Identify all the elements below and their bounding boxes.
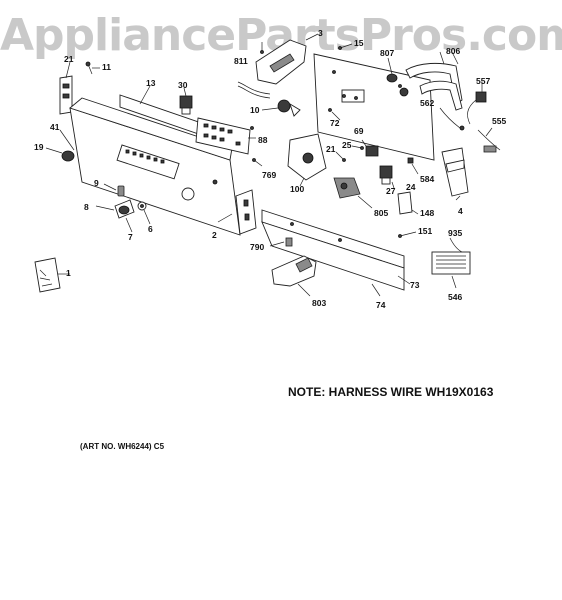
callout-6: 6 — [148, 224, 153, 234]
callout-72: 72 — [330, 118, 340, 128]
part-769-screw — [252, 158, 263, 167]
callout-584: 584 — [420, 174, 434, 184]
callout-8: 8 — [84, 202, 89, 212]
harness-note: NOTE: HARNESS WIRE WH19X0163 — [288, 385, 494, 399]
part-21-screw — [335, 151, 346, 162]
part-557-connector — [467, 82, 487, 125]
callout-27: 27 — [386, 186, 396, 196]
part-805-valve — [333, 177, 373, 209]
part-88-control-board — [195, 117, 256, 155]
callout-805: 805 — [374, 208, 388, 218]
callout-24: 24 — [406, 182, 416, 192]
callout-11: 11 — [102, 62, 111, 72]
part-19-knob — [45, 147, 75, 162]
callout-148: 148 — [420, 208, 434, 218]
part-11-screw — [85, 61, 100, 75]
part-546-harness — [431, 237, 471, 289]
callout-25: 25 — [342, 140, 352, 150]
callout-811: 811 — [234, 56, 248, 66]
part-803-housing — [271, 255, 317, 297]
part-562-wire — [439, 107, 465, 131]
part-807-valve — [386, 57, 409, 97]
part-15-screw — [338, 43, 353, 50]
part-1-manual — [34, 257, 70, 293]
callout-69: 69 — [354, 126, 364, 136]
part-2-end-cap — [217, 189, 257, 235]
part-74-rail — [261, 209, 411, 297]
part-13-control-panel — [69, 85, 246, 236]
part-25-clip — [351, 145, 364, 150]
callout-4: 4 — [458, 206, 463, 216]
part-30-switch — [179, 87, 193, 115]
part-148-bracket — [397, 191, 419, 215]
callout-935: 935 — [448, 228, 462, 238]
callout-15: 15 — [354, 38, 364, 48]
callout-557: 557 — [476, 76, 490, 86]
callout-13: 13 — [146, 78, 156, 88]
leader-7 — [125, 217, 133, 233]
callout-30: 30 — [178, 80, 188, 90]
part-72-backsplash — [313, 53, 435, 161]
part-811-wire — [237, 81, 271, 99]
callout-562: 562 — [420, 98, 434, 108]
callout-806: 806 — [446, 46, 460, 56]
part-6-washer — [137, 201, 151, 225]
callout-41: 41 — [50, 122, 60, 132]
callout-73: 73 — [410, 280, 420, 290]
callout-1: 1 — [66, 268, 71, 278]
callout-100: 100 — [290, 184, 304, 194]
callout-546: 546 — [448, 292, 462, 302]
art-number: (ART NO. WH6244) C5 — [80, 442, 165, 451]
callout-21-right: 21 — [326, 144, 336, 154]
callout-803: 803 — [312, 298, 326, 308]
callout-790: 790 — [250, 242, 264, 252]
callout-555: 555 — [492, 116, 506, 126]
leader-41 — [59, 129, 75, 151]
callout-10: 10 — [250, 105, 260, 115]
part-27-switch — [379, 165, 395, 189]
callout-807: 807 — [380, 48, 394, 58]
part-8-dial — [95, 199, 135, 219]
callout-19: 19 — [34, 142, 44, 152]
callout-labels: 1 2 3 4 6 7 8 9 10 11 13 15 19 21 21 24 … — [34, 28, 506, 310]
part-9-knob — [103, 183, 125, 197]
callout-21-left: 21 — [64, 54, 74, 64]
part-21-bracket — [59, 61, 73, 115]
callout-769: 769 — [262, 170, 276, 180]
callout-151: 151 — [418, 226, 432, 236]
callout-88: 88 — [258, 135, 268, 145]
part-3-bracket — [255, 33, 319, 85]
part-69-switch — [361, 139, 379, 157]
part-10-sensor — [261, 99, 301, 117]
part-584-clip — [407, 157, 419, 175]
callout-3: 3 — [318, 28, 323, 38]
callout-7: 7 — [128, 232, 133, 242]
callout-2: 2 — [212, 230, 217, 240]
part-4-bracket — [441, 147, 469, 201]
part-790-clip — [269, 237, 293, 247]
part-100-motor — [287, 133, 327, 187]
part-806-hoses — [405, 51, 463, 111]
part-151-screw — [398, 231, 417, 238]
part-555-cord — [477, 127, 501, 153]
callout-74: 74 — [376, 300, 386, 310]
callout-9: 9 — [94, 178, 99, 188]
